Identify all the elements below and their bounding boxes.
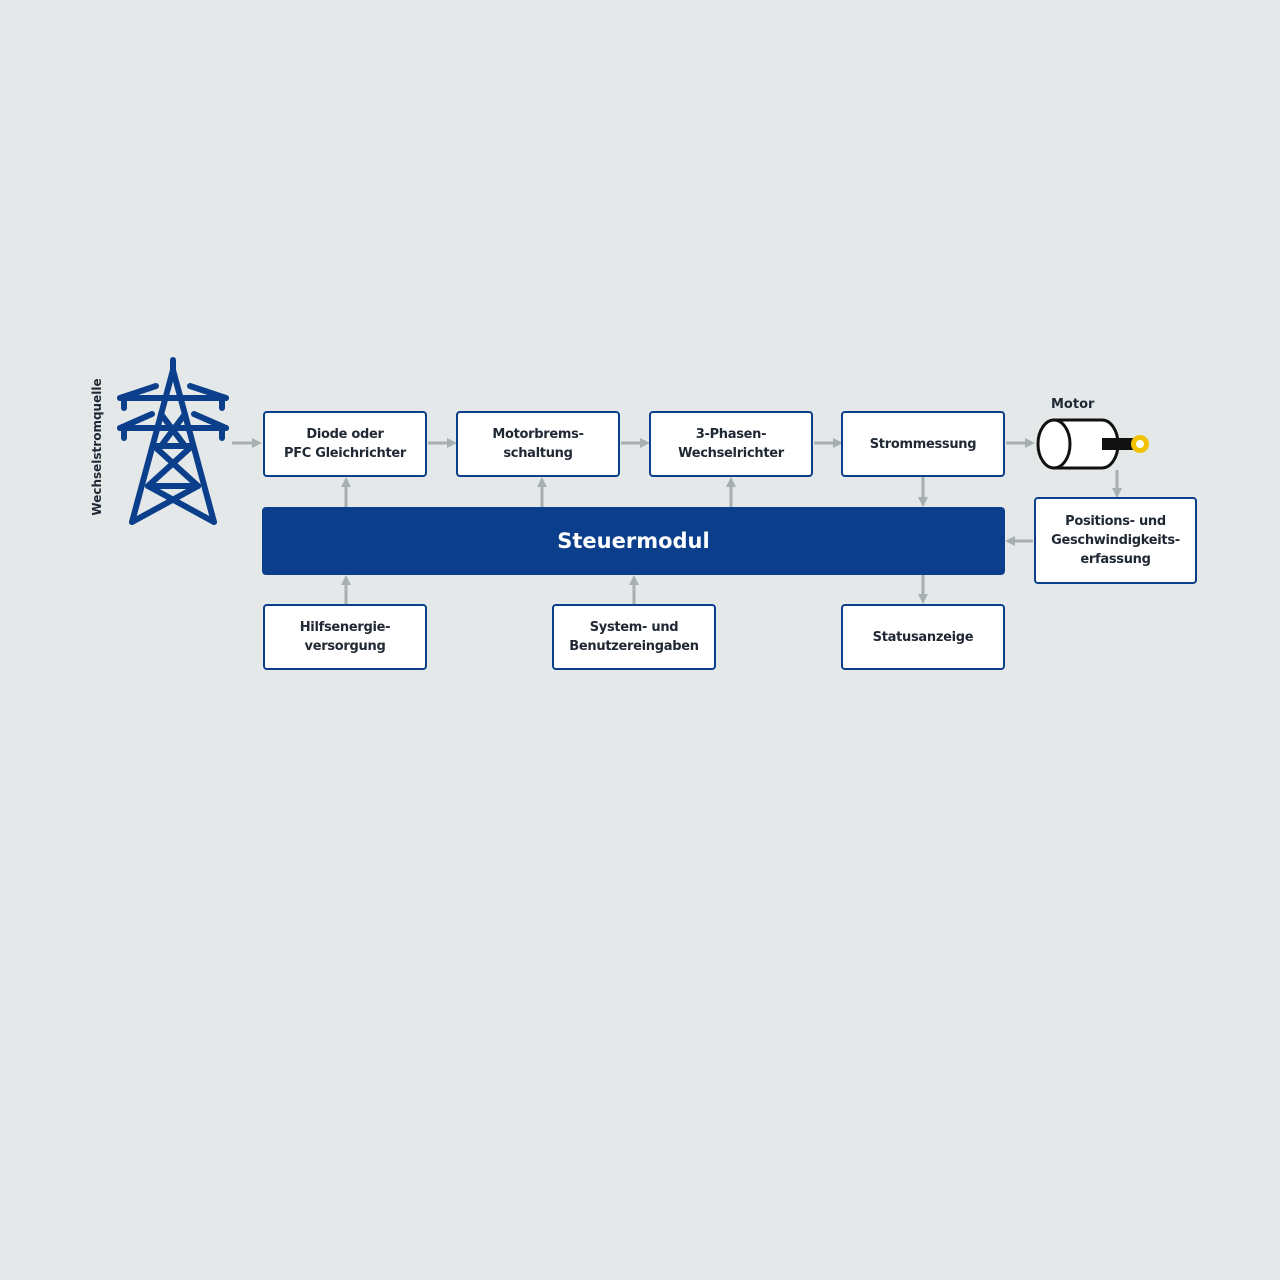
system-inputs-block: System- und Benutzereingaben <box>552 604 716 670</box>
brake-circuit-block: Motorbrems- schaltung <box>456 411 620 477</box>
source-label: Wechselstromquelle <box>90 378 104 516</box>
motor-label: Motor <box>1051 397 1095 412</box>
motor-icon <box>1036 418 1149 470</box>
power-tower-icon <box>117 357 229 525</box>
status-display-block: Statusanzeige <box>841 604 1005 670</box>
control-module-block: Steuermodul <box>262 507 1005 575</box>
inverter-block: 3-Phasen- Wechselrichter <box>649 411 813 477</box>
aux-power-block: Hilfsenergie- versorgung <box>263 604 427 670</box>
position-speed-sensing-block: Positions- und Geschwindigkeits- erfassu… <box>1034 497 1197 584</box>
current-sensing-block: Strommessung <box>841 411 1005 477</box>
rectifier-block: Diode oder PFC Gleichrichter <box>263 411 427 477</box>
